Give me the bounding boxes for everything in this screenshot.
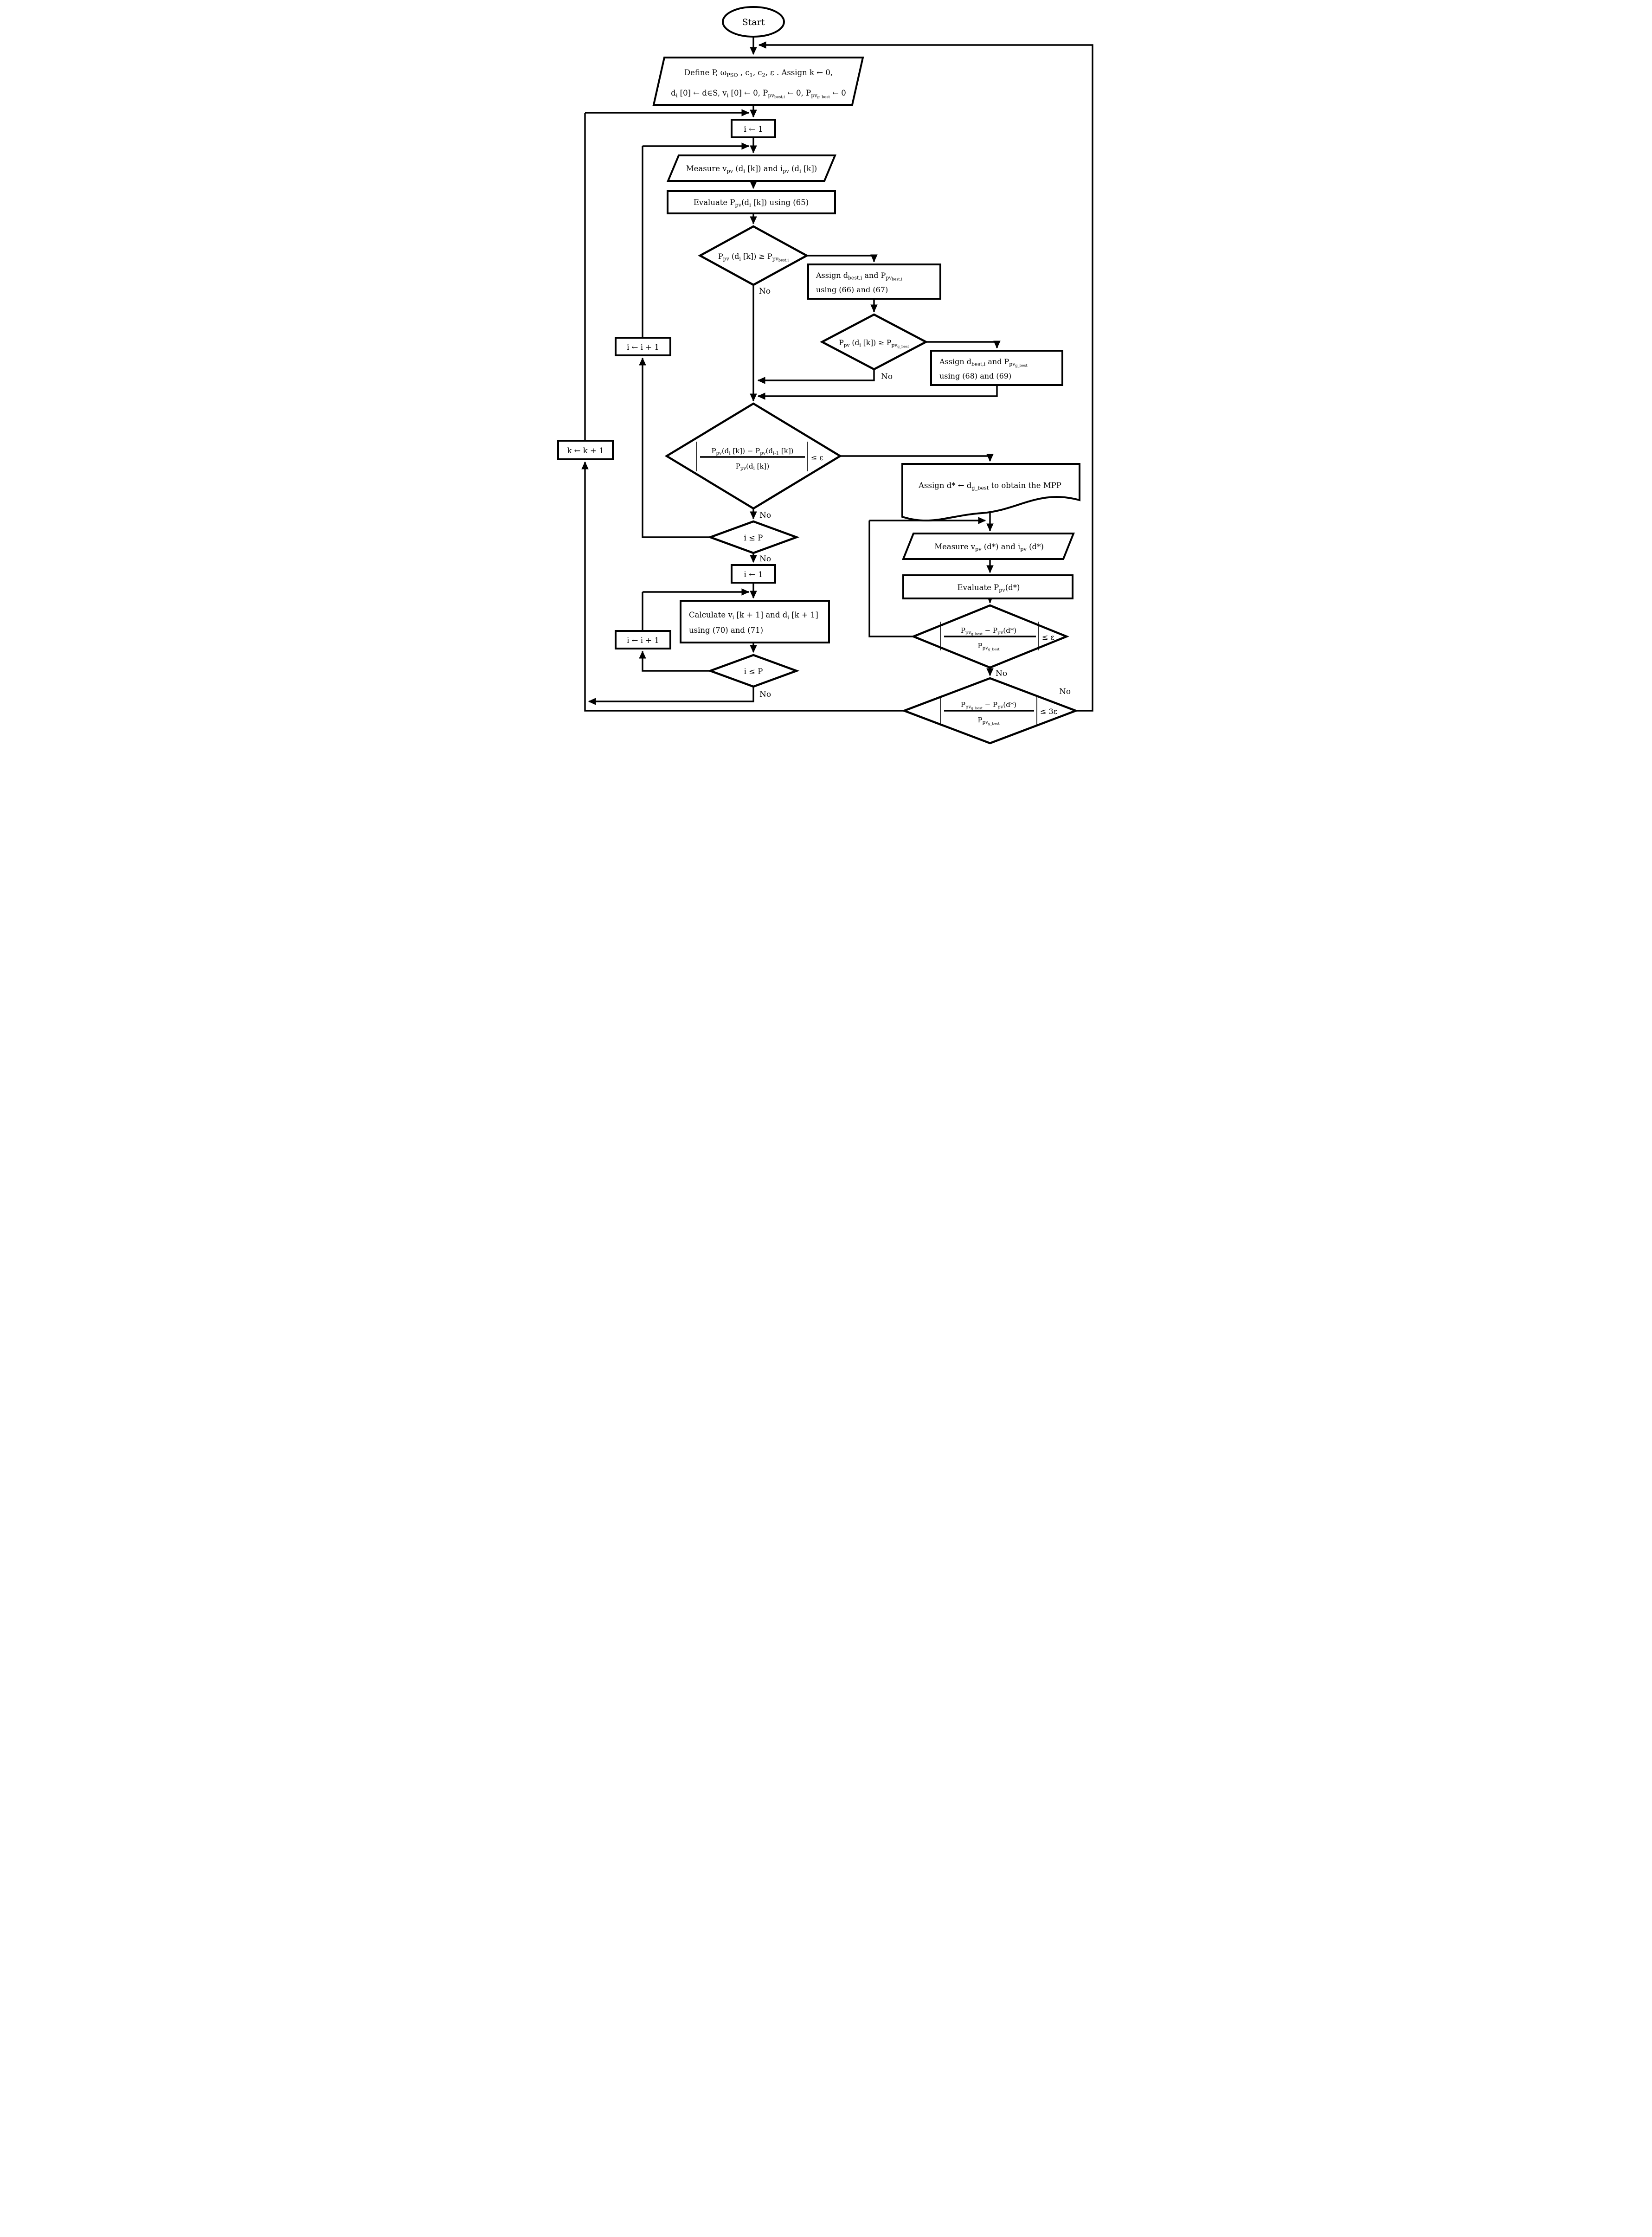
edges-group [581, 37, 1093, 712]
assign-mpp-label: Assign d* ← dg_best to obtain the MPP [918, 481, 1061, 491]
init-i-box-2 [731, 564, 776, 584]
define-node [652, 57, 864, 106]
assign-gbest-line2: using (68) and (69) [939, 372, 1011, 380]
edge-ip2-no [588, 687, 754, 705]
calculate-line1: Calculate vi [k + 1] and di [k + 1] [689, 611, 818, 620]
assign-pbest-line1: Assign dbest,i and Ppvbest,i [816, 271, 902, 281]
gbest-decision-diamond [820, 313, 928, 371]
incr-i-2-label: i ← i + 1 [627, 636, 659, 645]
measure-mpp-label: Measure vpv (d*) and ipv (d*) [934, 542, 1044, 552]
particle-count-decision-2 [707, 654, 800, 688]
init-i-box-1 [731, 119, 776, 138]
particle-count-decision-1 [707, 520, 800, 554]
no-label-ip1: No [759, 554, 771, 564]
edge-ip2-yes [639, 650, 710, 672]
ip2-label: i ≤ P [744, 667, 763, 676]
start-node [722, 6, 785, 38]
evaluate-k-label: Evaluate Ppv(di [k]) using (65) [694, 198, 809, 208]
assign-pbest-box [807, 264, 941, 300]
edge-d3-yes [840, 454, 994, 462]
edge-eps-yes-loop [868, 521, 913, 637]
measure-k-label: Measure vpv (di [k]) and ipv (di [k]) [686, 164, 817, 174]
d4-numerator: Ppvg_best − Ppv(d*) [961, 626, 1016, 636]
fraction-marks [696, 442, 1039, 725]
d4-rhs: ≤ ε [1042, 633, 1054, 642]
pbest-decision-label: Ppv (di [k]) ≥ Ppvbest,i [718, 252, 789, 262]
pbest-decision-diamond [698, 225, 809, 286]
assign-gbest-line1: Assign dbest,i and Ppvg_best [939, 357, 1028, 367]
convergence-decision-diamond [664, 402, 842, 510]
assign-mpp-document [901, 463, 1080, 522]
d5-rhs: ≤ 3ε [1040, 707, 1057, 716]
define-line2: di [0] ← d∈S, vi [0] ← 0, Ppvbest,i ← 0,… [671, 89, 846, 100]
d3-numerator: Ppv(di [k]) − Ppv(di-1 [k]) [711, 447, 793, 456]
no-label-d2: No [881, 372, 893, 381]
edge-d2-no [757, 369, 875, 384]
incr-i-1-label: i ← i + 1 [627, 343, 659, 352]
no-label-d5: No [1059, 687, 1071, 696]
flowchart-page: Start Define P, ωPSO , c1, c2, ε . Assig… [551, 0, 1101, 746]
increment-i-box-2 [615, 630, 671, 649]
assign-gbest-box [930, 350, 1063, 386]
no-label-d1: No [759, 287, 771, 296]
edge-restart-loop [758, 41, 1093, 712]
evaluate-mpp-label: Evaluate Ppv(d*) [958, 583, 1020, 593]
measure-k-parallelogram [666, 154, 837, 182]
d5-numerator: Ppvg_best − Ppv(d*) [961, 701, 1016, 710]
increment-i-box-1 [615, 337, 671, 356]
init-i-2-label: i ← 1 [744, 570, 763, 579]
no-label-d3: No [759, 511, 771, 520]
no-label-d4: No [996, 669, 1007, 678]
d3-denominator: Ppv(di [k]) [736, 462, 770, 471]
define-line1: Define P, ωPSO , c1, c2, ε . Assign k ← … [684, 68, 833, 78]
d5-denominator: Ppvg_best [977, 716, 999, 726]
gbest-decision-label: Ppv (di [k]) ≥ Ppvg_best [839, 339, 909, 348]
flowchart-canvas: Start Define P, ωPSO , c1, c2, ε . Assig… [557, 6, 1093, 745]
d4-denominator: Ppvg_best [977, 642, 999, 651]
measure-mpp-parallelogram [902, 533, 1075, 560]
assign-pbest-line2: using (66) and (67) [816, 285, 888, 294]
edge-d1-yes [807, 254, 878, 263]
ip1-label: i ≤ P [744, 534, 763, 542]
edge-assign2-out [757, 385, 998, 400]
evaluate-k-box [667, 190, 836, 214]
increment-k-box [557, 440, 614, 460]
no-label-ip2: No [759, 690, 771, 699]
init-i-1-label: i ← 1 [744, 125, 763, 134]
calculate-line2: using (70) and (71) [689, 626, 763, 635]
edge-d2-yes [926, 341, 1001, 349]
edge-3eps-yes-kloop [581, 461, 904, 712]
edge-ip1-yes [639, 357, 710, 538]
evaluate-mpp-box [902, 574, 1073, 599]
incr-k-label: k ← k + 1 [567, 446, 604, 455]
calculate-box [680, 600, 830, 643]
d3-rhs: ≤ ε [811, 453, 823, 462]
start-label: Start [742, 17, 765, 27]
